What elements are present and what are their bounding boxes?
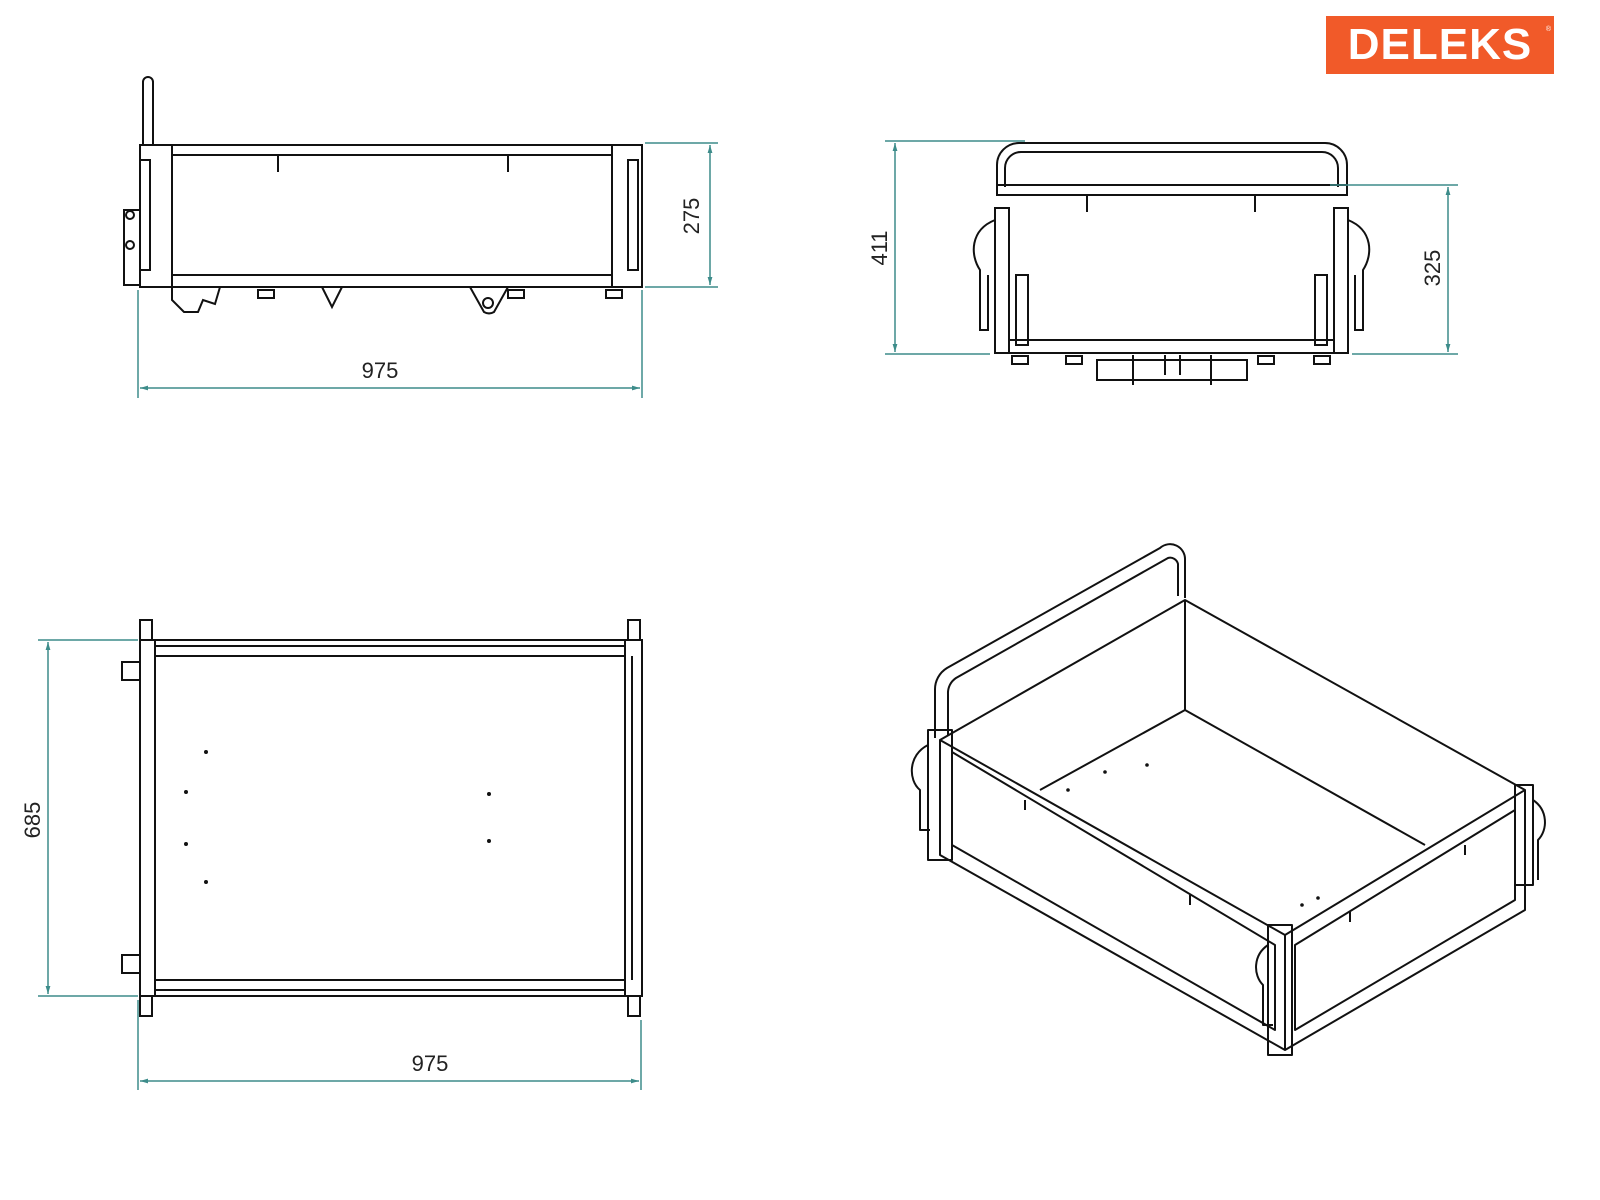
side-width-label: 975 [362,358,399,383]
deleks-logo: DELEKS ® [1326,16,1554,74]
logo-text: DELEKS [1347,20,1533,69]
logo-registered-mark: ® [1545,26,1551,33]
isometric-view [910,543,1546,1056]
front-view [972,142,1371,385]
side-view [123,76,643,315]
top-view-dimensions [38,639,642,1090]
isometric-holes [1066,763,1320,907]
front-box-height-label: 325 [1420,250,1445,287]
top-width-label: 975 [412,1051,449,1076]
top-depth-label: 685 [20,802,45,839]
top-view-holes [184,750,491,884]
side-view-dimensions [137,142,718,398]
side-height-label: 275 [679,198,704,235]
top-view [121,619,643,1017]
front-total-height-label: 411 [867,230,892,265]
front-view-dimensions [885,140,1458,355]
